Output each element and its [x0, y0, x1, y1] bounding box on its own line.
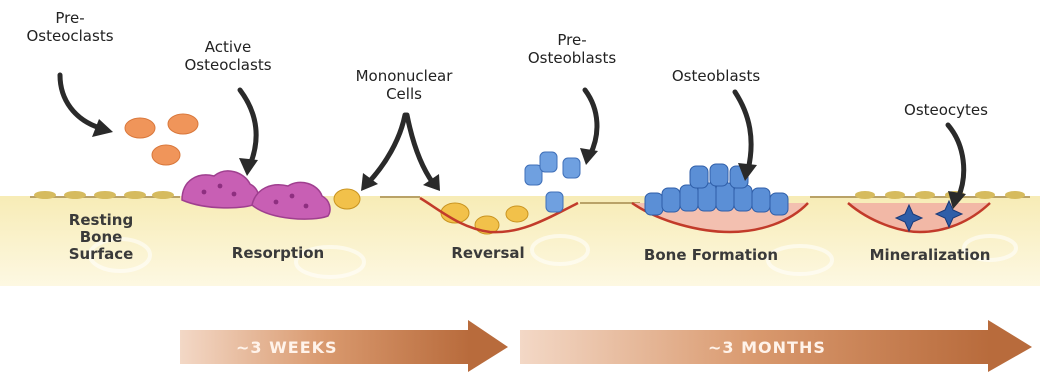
stage-bone-formation: Bone Formation	[644, 247, 778, 264]
timeline-weeks-arrow	[180, 320, 508, 372]
stage-resorption: Resorption	[232, 245, 324, 262]
stage-reversal: Reversal	[451, 245, 524, 262]
label-osteocytes: Osteocytes	[904, 101, 988, 119]
label-mononuclear-cells: Mononuclear Cells	[356, 67, 453, 103]
stage-resting-bone-surface: Resting Bone Surface	[69, 212, 134, 263]
label-pre-osteoblasts: Pre- Osteoblasts	[528, 31, 616, 67]
timeline-months-label: ~3 MONTHS	[708, 338, 826, 357]
stage-mineralization: Mineralization	[870, 247, 991, 264]
label-osteoblasts: Osteoblasts	[672, 67, 760, 85]
timeline-weeks-label: ~3 WEEKS	[236, 338, 338, 357]
label-active-osteoclasts: Active Osteoclasts	[184, 38, 271, 74]
osteoblast-cells	[645, 164, 788, 215]
pre-osteoclast-cells	[125, 114, 198, 165]
label-pre-osteoclasts: Pre- Osteoclasts	[26, 9, 113, 45]
